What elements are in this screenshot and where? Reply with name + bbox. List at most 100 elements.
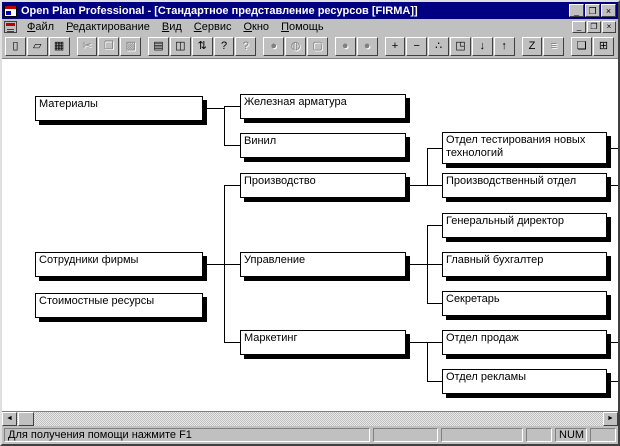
scrollbar-thumb[interactable] <box>18 412 34 426</box>
close-icon: × <box>605 5 612 16</box>
menu-help[interactable]: Помощь <box>281 21 324 33</box>
org-node-secretary[interactable]: Секретарь <box>442 291 607 316</box>
connector-line <box>224 106 240 107</box>
org-node-materials[interactable]: Материалы <box>35 96 203 121</box>
connector-line <box>224 342 240 343</box>
child-minimize-button[interactable]: _ <box>572 21 586 33</box>
printer-icon: ▤ <box>153 40 164 52</box>
page-magnifier-icon: ◫ <box>175 40 186 52</box>
org-node-label: Маркетинг <box>244 332 298 344</box>
window-title: Open Plan Professional - [Стандартное пр… <box>21 4 418 17</box>
close-button[interactable]: × <box>601 4 616 17</box>
sort-button[interactable]: ⇅ <box>191 37 213 56</box>
arrow-question-icon: ? <box>242 40 249 52</box>
step-view-button[interactable]: ◳ <box>450 37 471 56</box>
child-close-button[interactable]: × <box>602 21 616 33</box>
connector-line <box>611 148 618 149</box>
zigzag-tool-button[interactable]: Z <box>521 37 543 56</box>
connector-line <box>224 145 240 146</box>
org-node-company-staff[interactable]: Сотрудники фирмы <box>35 252 203 277</box>
circle-icon: ● <box>270 40 278 52</box>
scroll-right-button[interactable]: ► <box>603 412 618 426</box>
open-folder-icon: ▱ <box>33 40 42 52</box>
tile-icon: ⊞ <box>598 40 609 52</box>
scroll-left-button[interactable]: ◄ <box>2 412 17 426</box>
status-panel-1 <box>373 428 438 442</box>
connector-line <box>406 342 427 343</box>
plus-icon: + <box>391 40 399 52</box>
org-node-management[interactable]: Управление <box>240 252 406 277</box>
sort-arrows-icon: ⇅ <box>197 40 207 52</box>
remove-button[interactable]: − <box>406 37 428 56</box>
menu-service[interactable]: Сервис <box>193 21 232 33</box>
question-mark-icon: ? <box>220 40 228 52</box>
org-node-marketing[interactable]: Маркетинг <box>240 330 406 355</box>
restore-button[interactable]: ❐ <box>585 4 600 17</box>
menu-bar: Файл Редактирование Вид Сервис Окно Помо… <box>2 19 618 35</box>
lines-icon: ≡ <box>550 40 558 52</box>
minimize-button[interactable]: _ <box>569 4 584 17</box>
connector-line <box>224 106 225 146</box>
org-node-iron-fittings[interactable]: Железная арматура <box>240 94 406 119</box>
help-button[interactable]: ? <box>213 37 235 56</box>
restore-icon: ❐ <box>590 22 598 31</box>
tile-windows-button[interactable]: ⊞ <box>593 37 614 56</box>
scissors-icon: ✂ <box>82 40 92 52</box>
status-panel-3 <box>526 428 552 442</box>
circle-tool-button: ● <box>263 37 285 56</box>
print-button[interactable]: ▤ <box>148 37 169 56</box>
org-node-label: Отдел тестирования новых технологий <box>446 134 586 159</box>
document-window-icon[interactable] <box>4 21 17 33</box>
org-node-production-dept[interactable]: Производственный отдел <box>442 173 607 198</box>
org-node-sales-dept[interactable]: Отдел продаж <box>442 330 607 355</box>
copy-icon: ❐ <box>103 40 114 52</box>
connector-line <box>427 342 428 382</box>
org-node-chief-accountant[interactable]: Главный бухгалтер <box>442 252 607 277</box>
org-node-production[interactable]: Производство <box>240 173 406 198</box>
org-node-label: Управление <box>244 254 306 266</box>
org-node-general-director[interactable]: Генеральный директор <box>442 213 607 238</box>
connector-line <box>427 342 442 343</box>
connector-line <box>406 185 427 186</box>
connector-line <box>427 225 442 226</box>
connector-line <box>611 381 618 382</box>
num-lock-indicator: NUM <box>555 428 587 442</box>
save-button[interactable]: ▦ <box>48 37 70 56</box>
connector-line <box>203 108 224 109</box>
new-document-icon: ▯ <box>12 40 19 52</box>
move-down-button[interactable]: ↓ <box>471 37 493 56</box>
child-restore-button[interactable]: ❐ <box>587 21 601 33</box>
dots-icon: ∴ <box>435 40 443 52</box>
add-button[interactable]: + <box>384 37 406 56</box>
open-button[interactable]: ▱ <box>26 37 48 56</box>
z-icon: Z <box>528 40 536 52</box>
org-node-cost-resources[interactable]: Стоимостные ресурсы <box>35 293 203 318</box>
connector-line <box>224 264 240 265</box>
cascade-windows-button[interactable]: ❏ <box>571 37 593 56</box>
resource-tree-canvas: Материалы Железная арматура Винил Произв… <box>2 59 618 411</box>
connector-line <box>224 185 240 186</box>
scatter-view-button[interactable]: ∴ <box>428 37 450 56</box>
rounded-rect-icon: ▢ <box>312 40 323 52</box>
menu-view[interactable]: Вид <box>161 21 182 33</box>
org-node-label: Материалы <box>39 98 98 110</box>
new-button[interactable]: ▯ <box>5 37 26 56</box>
org-node-advertising-dept[interactable]: Отдел рекламы <box>442 369 607 394</box>
clipboard-icon: ▨ <box>125 40 136 52</box>
org-node-new-tech-testing-dept[interactable]: Отдел тестирования новых технологий <box>442 132 607 164</box>
copy-button: ❐ <box>98 37 120 56</box>
print-preview-button[interactable]: ◫ <box>169 37 191 56</box>
menu-file[interactable]: Файл <box>27 21 55 33</box>
connector-line <box>427 381 442 382</box>
horizontal-scrollbar[interactable]: ◄ ► <box>2 411 618 426</box>
move-up-button[interactable]: ↑ <box>493 37 515 56</box>
org-node-label: Винил <box>244 135 277 147</box>
connector-line <box>406 264 427 265</box>
scrollbar-track[interactable] <box>17 412 603 426</box>
org-node-vinyl[interactable]: Винил <box>240 133 406 158</box>
org-node-label: Производственный отдел <box>446 175 577 187</box>
toolbar: ▯▱▦✂❐▨▤◫⇅??●◍▢●●+−∴◳↓↑Z≡❏⊞ <box>2 35 618 59</box>
menu-edit[interactable]: Редактирование <box>66 21 150 33</box>
menu-window[interactable]: Окно <box>243 21 270 33</box>
connector-line <box>203 264 224 265</box>
